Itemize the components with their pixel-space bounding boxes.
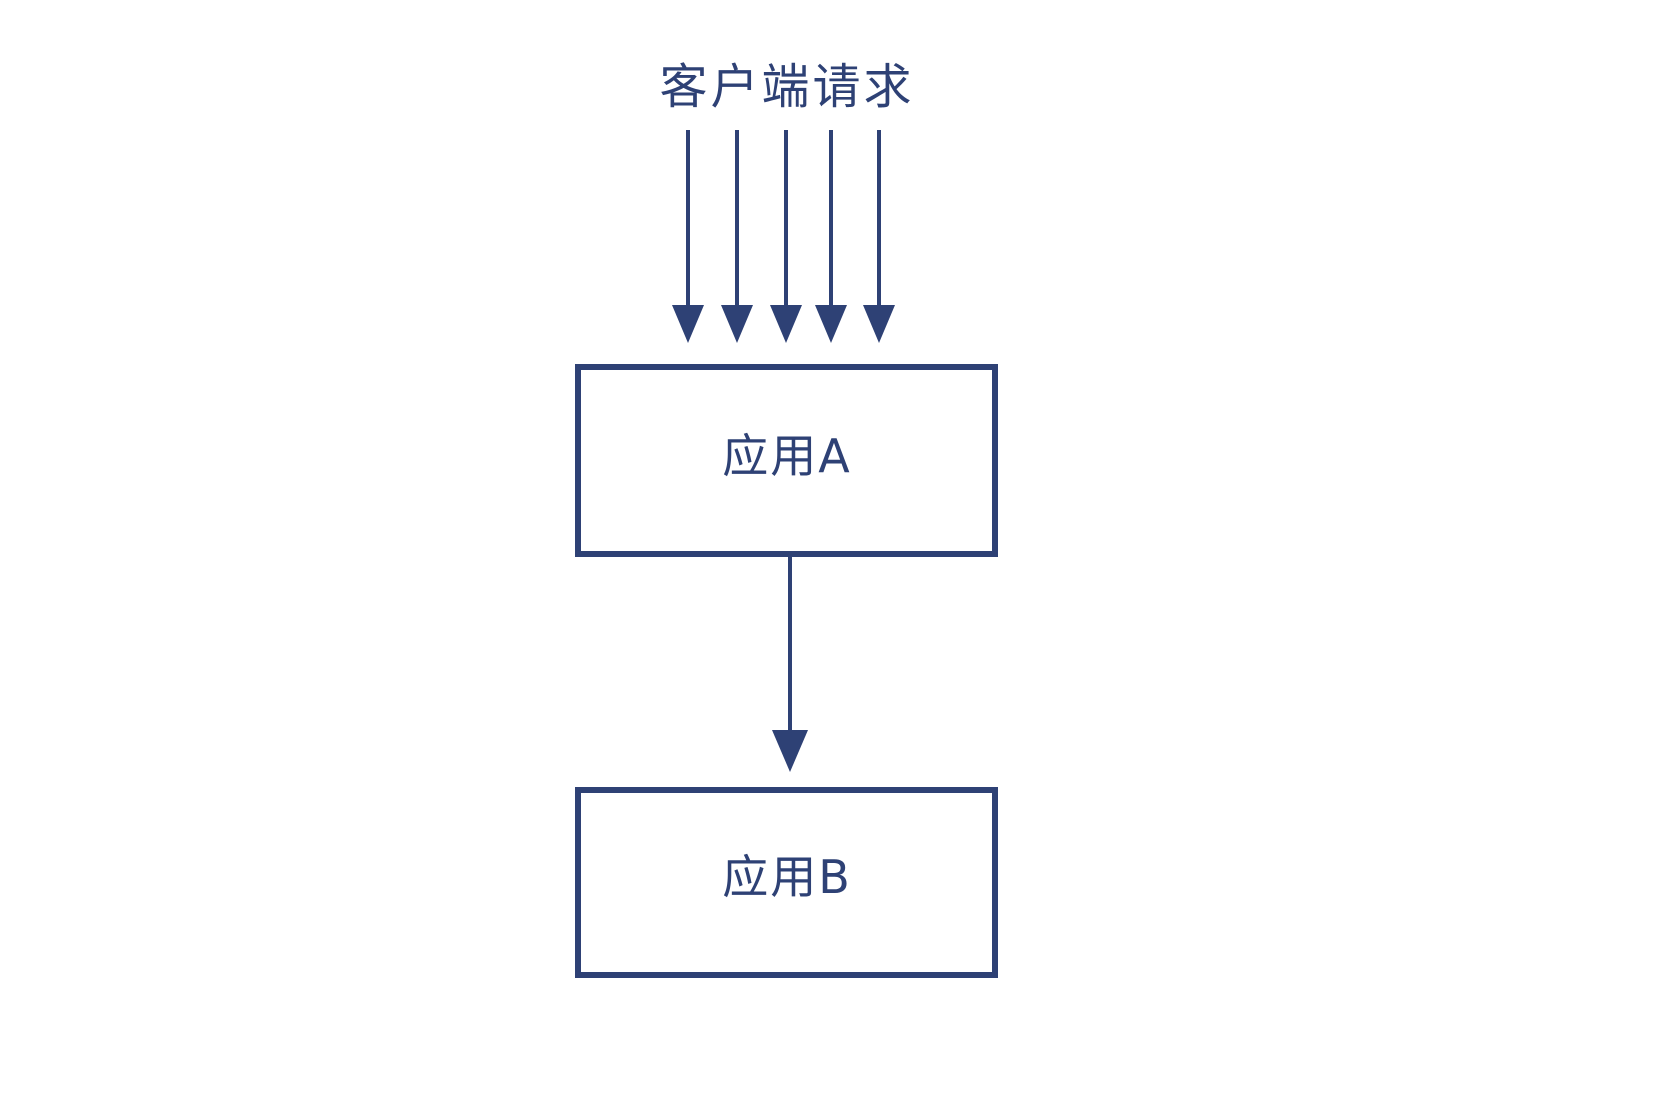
connector-app-a-to-app-b [772, 556, 808, 772]
node-app-a-rect [575, 364, 998, 557]
arrowhead-icon [672, 305, 704, 343]
node-app-a-label: 应用A [722, 429, 851, 483]
node-app-a[interactable]: 应用A [575, 364, 998, 557]
node-app-b-rect [575, 787, 998, 978]
client-request-arrow-2 [721, 130, 753, 343]
arrowhead-icon [863, 305, 895, 343]
arrowhead-icon [721, 305, 753, 343]
arrowhead-icon [815, 305, 847, 343]
arrowhead-icon [770, 305, 802, 343]
node-app-b-label: 应用B [722, 850, 852, 904]
client-request-arrow-1 [672, 130, 704, 343]
client-request-title: 客户端请求 [659, 59, 914, 115]
node-app-b[interactable]: 应用B [575, 787, 998, 978]
client-request-arrow-4 [815, 130, 847, 343]
client-request-arrow-3 [770, 130, 802, 343]
arrowhead-icon [772, 730, 808, 772]
client-request-arrow-5 [863, 130, 895, 343]
